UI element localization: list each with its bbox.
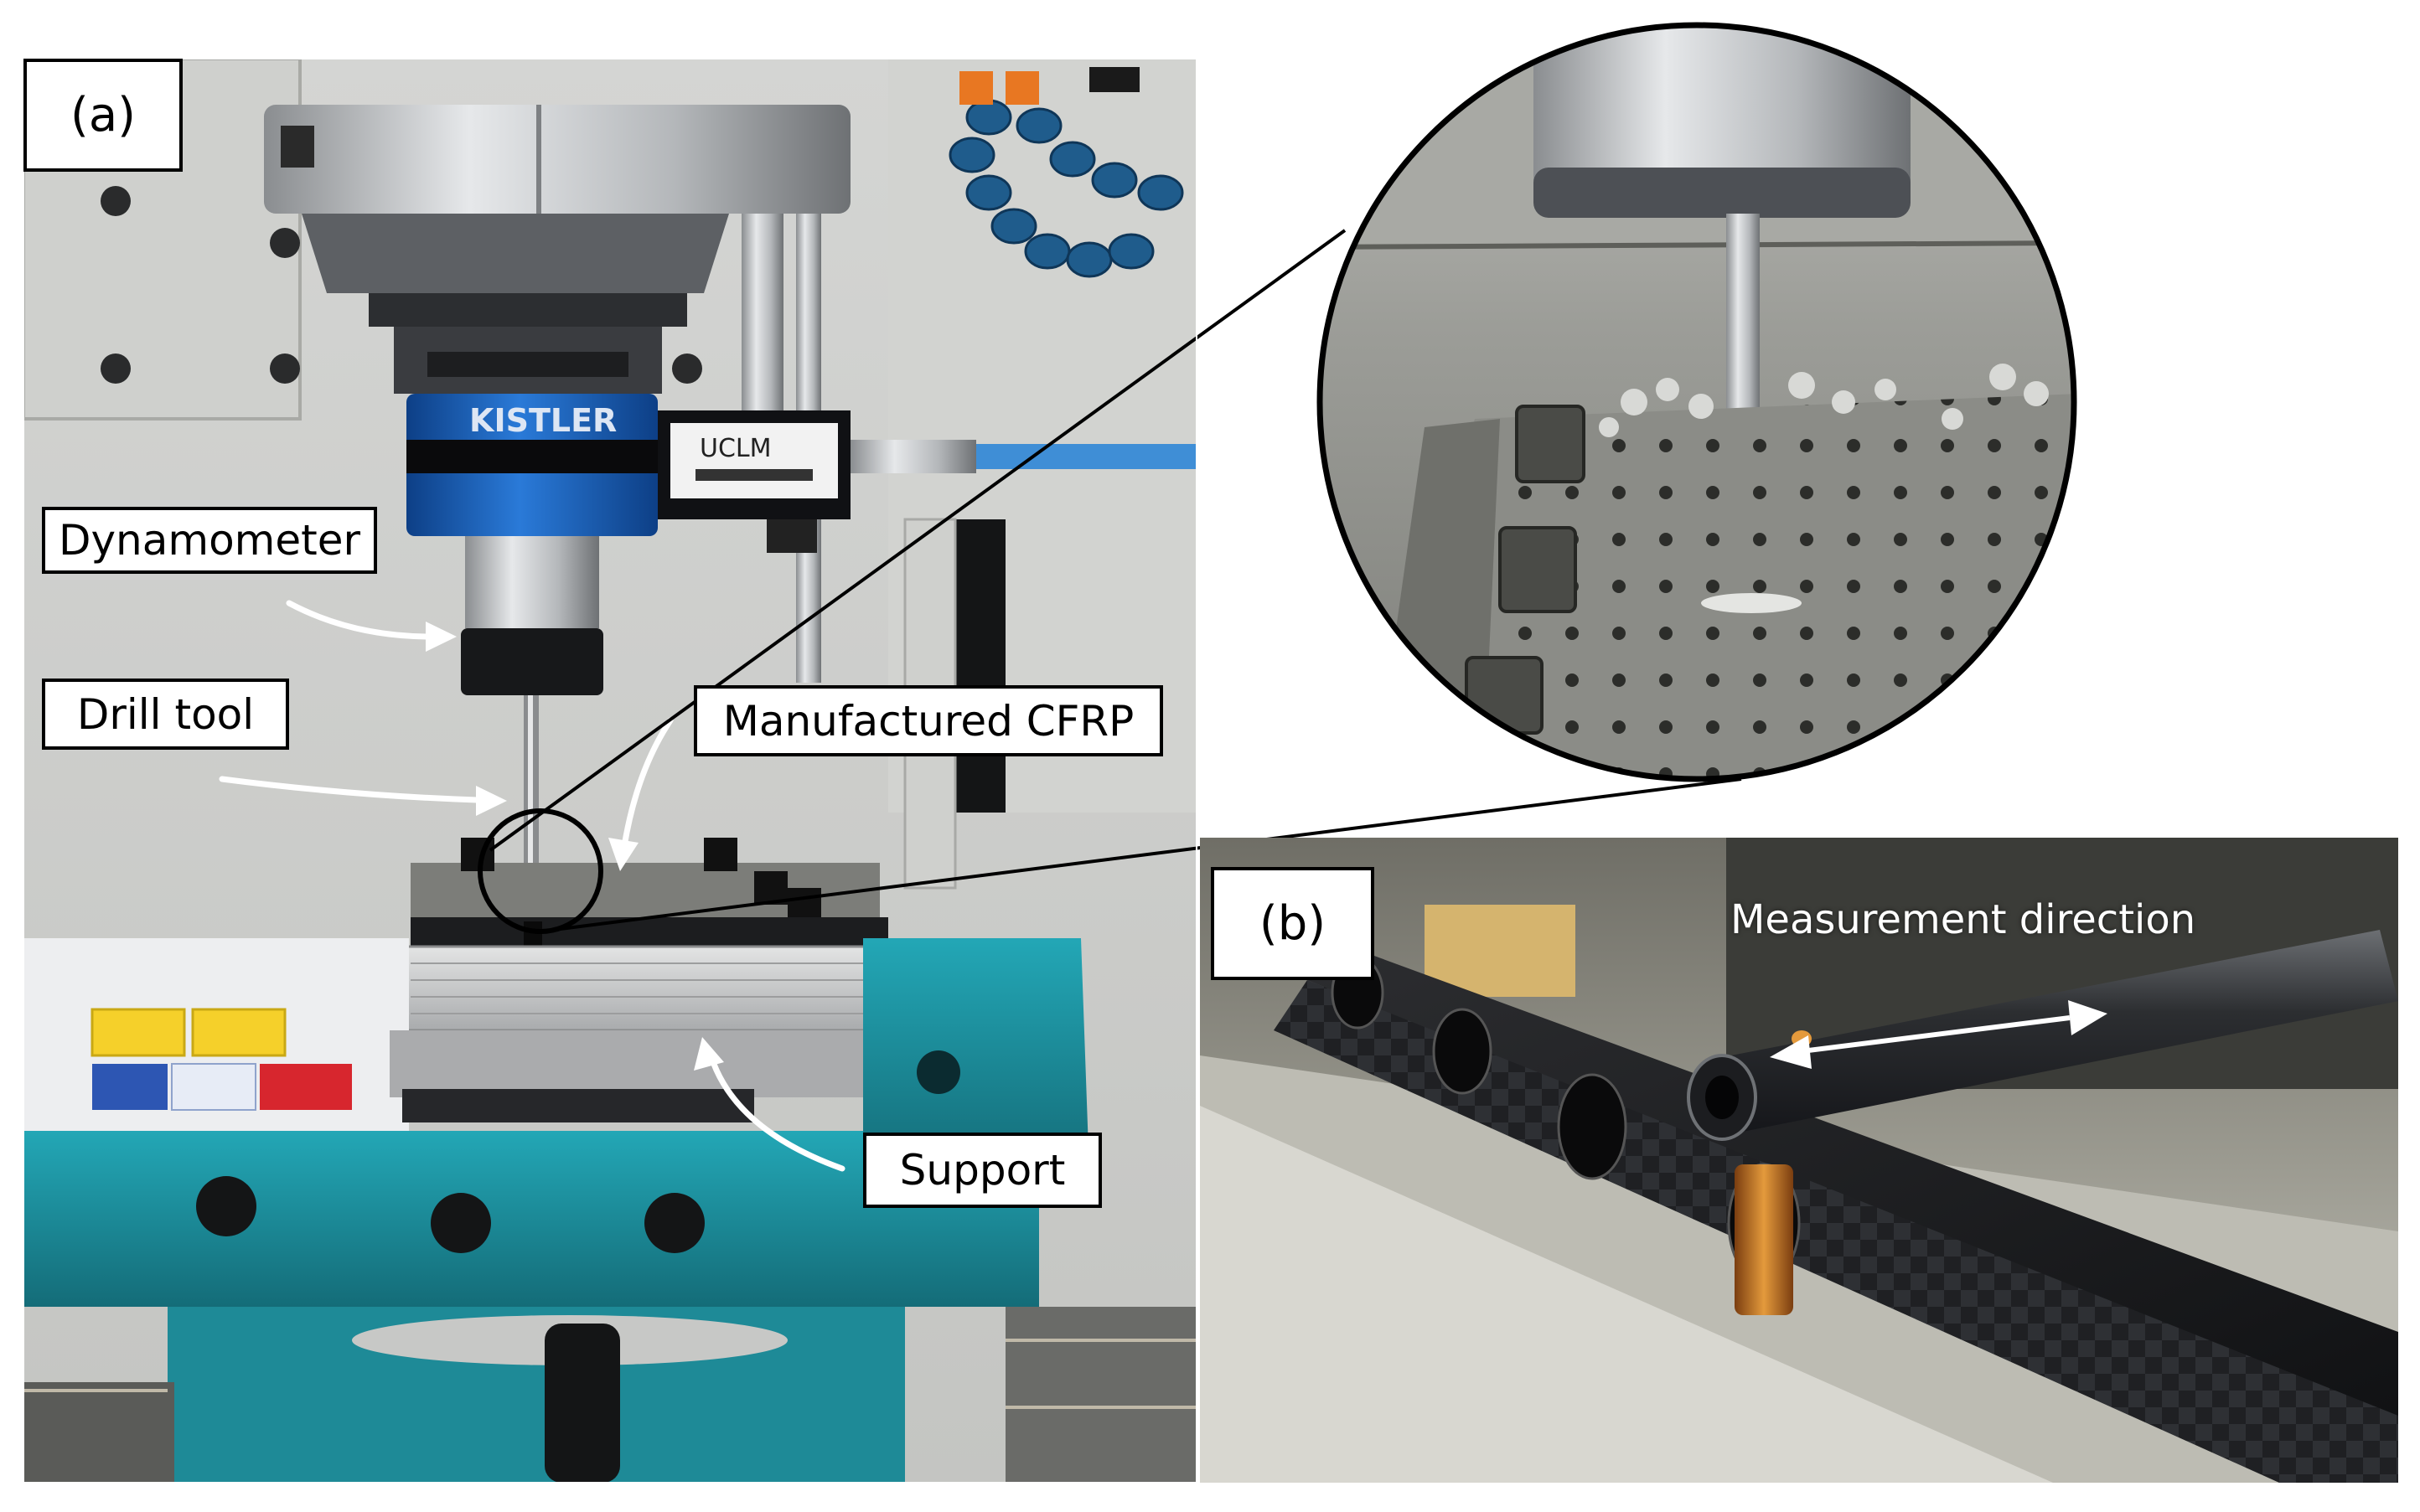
uclm-logo: UCLM bbox=[700, 434, 772, 463]
measurement-probe bbox=[1687, 930, 2398, 1315]
dynamometer-label: Dynamometer bbox=[42, 507, 377, 574]
support-label: Support bbox=[863, 1133, 1102, 1208]
manufactured-cfrp-label: Manufactured CFRP bbox=[694, 685, 1163, 756]
panel-a-photo: KISTLER UCLM bbox=[23, 59, 1197, 1483]
panel-b-photo bbox=[1200, 838, 2398, 1483]
coolant-hose bbox=[949, 67, 1184, 278]
panel-a-label: (a) bbox=[23, 59, 183, 172]
drill-tool-label: Drill tool bbox=[42, 679, 289, 750]
dynamometer-device: KISTLER UCLM bbox=[406, 394, 1197, 888]
kistler-logo: KISTLER bbox=[469, 402, 617, 439]
cfrp-workpiece bbox=[411, 838, 888, 972]
measurement-direction-label: Measurement direction bbox=[1730, 896, 2196, 943]
measurement-direction-arrow bbox=[1770, 1000, 2107, 1069]
zoom-line-top bbox=[489, 229, 1347, 852]
zoom-inset bbox=[1316, 22, 2077, 782]
callout-arrows bbox=[219, 600, 845, 1172]
vise bbox=[23, 938, 1089, 1483]
zoom-line-bottom bbox=[540, 777, 1742, 933]
panel-b-label: (b) bbox=[1211, 867, 1374, 980]
support-block bbox=[401, 945, 890, 1032]
